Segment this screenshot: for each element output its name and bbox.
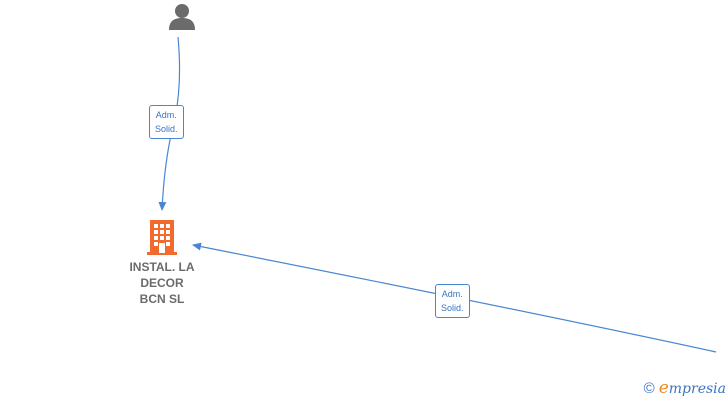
edge-label-adm-solid: Adm. Solid. — [435, 284, 470, 318]
copyright-symbol: © — [643, 379, 655, 397]
company-name[interactable]: INSTAL. LA DECOR BCN SL — [108, 259, 216, 307]
company-name-line: DECOR — [140, 276, 184, 290]
edge-person-to-company — [158, 36, 181, 211]
edge-label-line: Adm. — [155, 110, 177, 120]
edge-label-line: Solid. — [155, 124, 178, 134]
brand-initial: e — [658, 378, 669, 398]
edge-label-line: Adm. — [441, 289, 463, 299]
empresia-watermark: © empresia — [644, 378, 726, 398]
company-node[interactable] — [147, 219, 177, 255]
brand-logo: empresia — [659, 378, 726, 398]
company-name-line: INSTAL. LA — [129, 260, 195, 274]
edge-label-adm-solid: Adm. Solid. — [149, 105, 184, 139]
person-node[interactable] — [167, 1, 197, 31]
brand-rest: mpresia — [668, 381, 726, 397]
person-icon — [169, 4, 195, 30]
building-icon — [147, 220, 177, 255]
edge-label-line: Solid. — [441, 303, 464, 313]
company-name-line: BCN SL — [139, 292, 185, 306]
